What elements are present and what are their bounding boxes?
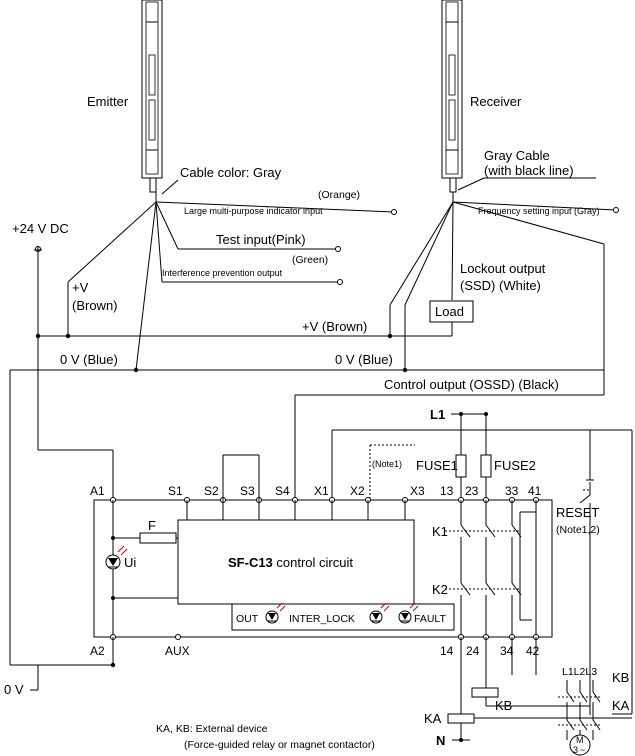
motor-icon bbox=[569, 734, 591, 756]
receiver-cable-fan bbox=[389, 192, 617, 370]
motor-3-label: 3 bbox=[573, 745, 578, 755]
plus24vdc-label: +24 V DC bbox=[12, 221, 69, 236]
zero-v-blue-left-label: 0 V (Blue) bbox=[60, 352, 118, 367]
inter-lock-led-icon bbox=[369, 602, 390, 624]
reset-note-label: (Note1,2) bbox=[556, 524, 600, 536]
svg-text:23: 23 bbox=[465, 484, 479, 498]
top-terminals: A1 S1 S2 S3 S4 X1 X2 X3 13 23 33 41 bbox=[90, 484, 542, 498]
large-indicator-input-label: Large multi-purpose indicator input bbox=[184, 206, 323, 216]
gray-cable-label: Gray Cable bbox=[484, 148, 550, 163]
kb-coil bbox=[471, 687, 499, 698]
lockout-output-label: Lockout output bbox=[460, 261, 546, 276]
n-label: N bbox=[436, 733, 445, 748]
fault-led-icon bbox=[398, 602, 419, 624]
ui-led-icon bbox=[105, 545, 128, 570]
emitter-cable-fan bbox=[67, 192, 395, 371]
svg-text:X3: X3 bbox=[410, 484, 425, 498]
k2-label: K2 bbox=[432, 582, 448, 597]
footnote-line2: (Force-guided relay or magnet contactor) bbox=[184, 739, 375, 751]
zero-v-label: 0 V bbox=[4, 682, 24, 697]
reset-label: RESET bbox=[556, 505, 599, 520]
plus-v-label: +V bbox=[72, 280, 89, 295]
load-label: Load bbox=[435, 304, 464, 319]
kb-right-label: KB bbox=[612, 670, 629, 685]
test-input-label: Test input(Pink) bbox=[216, 232, 306, 247]
svg-text:33: 33 bbox=[505, 484, 519, 498]
brown-label: (Brown) bbox=[72, 298, 118, 313]
fuse2-label: FUSE2 bbox=[494, 458, 536, 473]
orange-label: (Orange) bbox=[318, 189, 360, 201]
l1l2l3-label: L1L2L3 bbox=[562, 666, 597, 678]
svg-text:13: 13 bbox=[440, 484, 454, 498]
fault-label: FAULT bbox=[414, 613, 446, 625]
note1-label: (Note1) bbox=[372, 459, 402, 469]
svg-text:34: 34 bbox=[500, 644, 514, 658]
svg-text:S3: S3 bbox=[240, 484, 255, 498]
frequency-setting-label: Frequency setting input (Gray) bbox=[478, 206, 600, 216]
ka-right-label: KA bbox=[612, 698, 630, 713]
interference-output-label: Interference prevention output bbox=[162, 268, 283, 278]
ka-label: KA bbox=[424, 711, 442, 726]
out-led-icon bbox=[265, 602, 286, 624]
svg-text:A2: A2 bbox=[90, 644, 105, 658]
k1-label: K1 bbox=[432, 524, 448, 539]
svg-text:14: 14 bbox=[440, 644, 454, 658]
green-wire-end bbox=[337, 279, 343, 285]
bottom-terminals: A2 AUX 14 24 34 42 bbox=[90, 644, 540, 658]
black-line-label: (with black line) bbox=[484, 163, 574, 178]
ssd-white-label: (SSD) (White) bbox=[460, 278, 541, 293]
f-label: F bbox=[148, 518, 156, 533]
control-output-label: Control output (OSSD) (Black) bbox=[384, 377, 559, 392]
svg-text:24: 24 bbox=[466, 644, 480, 658]
frequency-wire-end bbox=[613, 207, 619, 213]
fuse1-label: FUSE1 bbox=[416, 458, 458, 473]
svg-text:41: 41 bbox=[528, 484, 542, 498]
motor-contactor-contacts bbox=[558, 680, 601, 740]
cable-color-label: Cable color: Gray bbox=[180, 165, 282, 180]
plus-v-brown-label: +V (Brown) bbox=[302, 319, 367, 334]
inter-lock-label: INTER_LOCK bbox=[289, 613, 355, 625]
fuse2 bbox=[480, 454, 492, 478]
receiver-device bbox=[441, 0, 463, 193]
svg-text:S1: S1 bbox=[168, 484, 183, 498]
green-label: (Green) bbox=[292, 254, 328, 266]
control-circuit-box bbox=[177, 519, 415, 605]
svg-text:42: 42 bbox=[526, 644, 540, 658]
out-label: OUT bbox=[236, 613, 259, 625]
emitter-label: Emitter bbox=[87, 94, 129, 109]
svg-text:AUX: AUX bbox=[165, 644, 190, 658]
ui-label: Ui bbox=[124, 555, 136, 570]
svg-text:S2: S2 bbox=[204, 484, 219, 498]
zero-v-blue-right-label: 0 V (Blue) bbox=[335, 352, 393, 367]
svg-text:X2: X2 bbox=[350, 484, 365, 498]
motor-m-label: M bbox=[576, 735, 584, 745]
pink-wire-end bbox=[335, 246, 341, 252]
ka-coil bbox=[447, 713, 475, 724]
control-circuit-label: SF-C13 control circuit bbox=[228, 555, 353, 570]
svg-text:A1: A1 bbox=[90, 484, 105, 498]
fuse-f bbox=[139, 532, 177, 544]
motor-tilde-label: ~ bbox=[580, 745, 585, 755]
l1-label: L1 bbox=[430, 407, 445, 422]
footnote-line1: KA, KB: External device bbox=[156, 723, 268, 735]
svg-text:S4: S4 bbox=[275, 484, 290, 498]
svg-text:X1: X1 bbox=[314, 484, 329, 498]
emitter-device bbox=[141, 0, 163, 193]
receiver-label: Receiver bbox=[470, 94, 522, 109]
orange-wire-end bbox=[391, 209, 397, 215]
